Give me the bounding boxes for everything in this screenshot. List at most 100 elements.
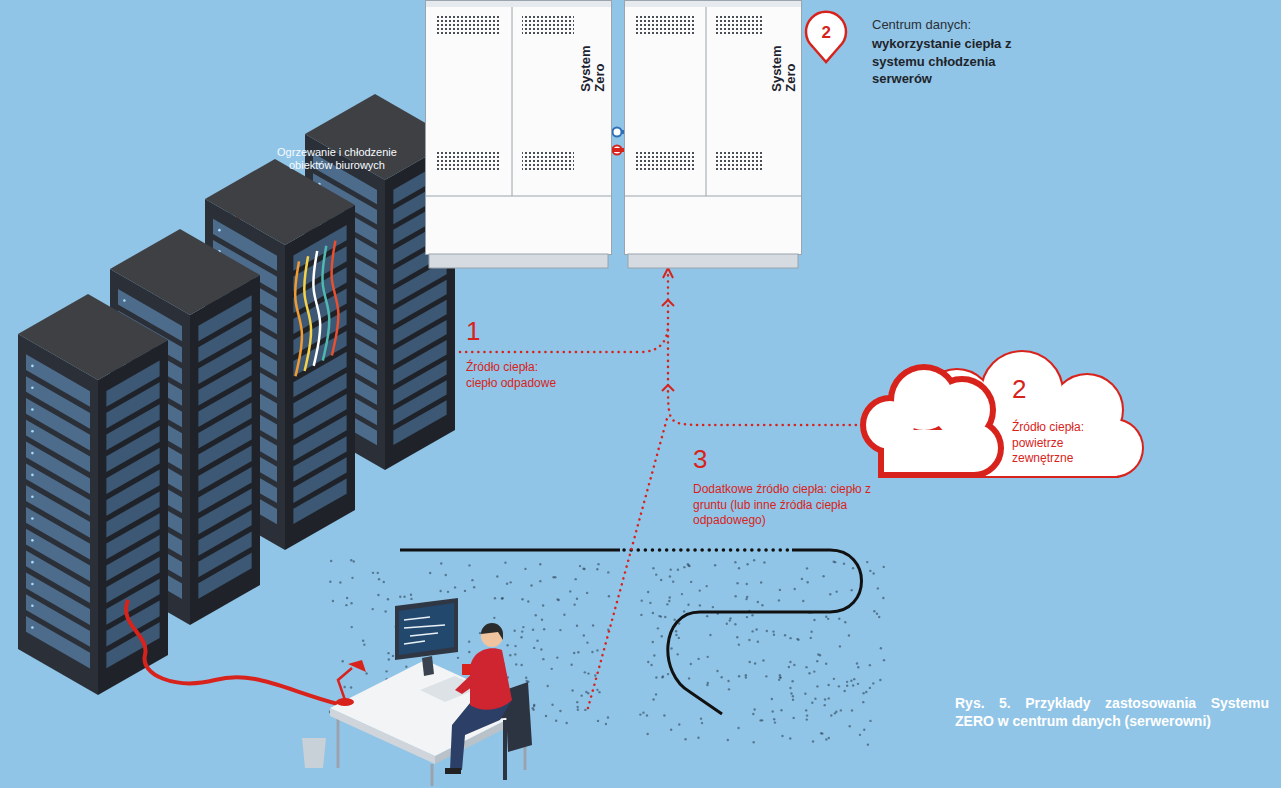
- text-slot: 2: [1012, 376, 1026, 402]
- ground-dot: [582, 568, 584, 570]
- desk-leg: [431, 764, 434, 786]
- ground-dot: [859, 734, 861, 736]
- vent-grille: [636, 16, 694, 36]
- rack-side: [285, 205, 355, 550]
- ground-pipe-dotted: [624, 548, 788, 552]
- ground-dot: [827, 684, 829, 686]
- ground-dot: [793, 588, 795, 590]
- ground-dot: [342, 660, 344, 662]
- ground-dot: [377, 572, 379, 574]
- heat-source-label: Dodatkowe źródło ciepła: ciepło z gruntu…: [693, 482, 908, 529]
- status-led: [31, 365, 34, 368]
- text-slot: Źródło ciepła: powietrze zewnętrzne: [1012, 420, 1120, 467]
- ground-dot: [687, 604, 689, 606]
- ground-dot: [585, 691, 587, 693]
- door-gap: [706, 7, 707, 196]
- cloud-outline: [862, 350, 1154, 480]
- cabinet-base: [429, 254, 608, 268]
- ground-dot: [862, 701, 864, 703]
- ground-dot: [365, 672, 367, 674]
- ground-dot: [583, 634, 585, 636]
- patch-cable: [322, 246, 329, 361]
- ground-dot: [653, 654, 655, 656]
- ground-dot: [571, 689, 573, 691]
- ground-dot: [681, 593, 683, 595]
- code-line: [404, 617, 430, 620]
- ground-dot: [440, 562, 442, 564]
- cabinet-outline: [425, 0, 612, 268]
- ground-dot: [778, 679, 780, 681]
- vent-grille: [522, 16, 574, 36]
- ground-dot: [445, 574, 447, 576]
- ground-dot: [388, 658, 390, 660]
- ground-dot: [839, 645, 841, 647]
- ground-dot: [543, 628, 545, 630]
- cabinet-body: [625, 1, 802, 255]
- ground-dot: [802, 600, 804, 602]
- ground-dot: [833, 678, 835, 680]
- ground-dot: [650, 664, 652, 666]
- ground-dot: [683, 566, 685, 568]
- ground-dot: [812, 740, 814, 742]
- ground-dot: [699, 604, 701, 606]
- ground-dot: [867, 743, 869, 745]
- status-led: [31, 561, 34, 564]
- ground-dot: [652, 698, 654, 700]
- ground-dot: [746, 583, 748, 585]
- ground-dot: [851, 709, 853, 711]
- ground-dot: [789, 637, 791, 639]
- ground-dot: [350, 559, 352, 561]
- ground-dot: [677, 569, 679, 571]
- rack-side: [98, 340, 168, 695]
- ground-dot: [714, 564, 716, 566]
- ground-dot: [810, 637, 812, 639]
- ground-dot: [403, 596, 405, 598]
- ground-dot: [506, 644, 508, 646]
- ground-dot: [577, 651, 579, 653]
- mug: [462, 664, 471, 675]
- ground-dot: [670, 647, 672, 649]
- ground-dot: [759, 719, 761, 721]
- ground-dot: [559, 629, 561, 631]
- ground-dot: [806, 567, 808, 569]
- ground-dot: [506, 583, 508, 585]
- ground-dot: [779, 676, 781, 678]
- ground-dot: [822, 575, 824, 577]
- ground-dot: [513, 630, 515, 632]
- ground-dot: [760, 581, 762, 583]
- ground-dot: [387, 652, 389, 654]
- ground-dot: [551, 668, 553, 670]
- cabinet-base: [628, 254, 798, 268]
- ground-dot: [872, 572, 874, 574]
- ground-dot: [766, 630, 768, 632]
- system-zero-unit: System Zero: [425, 0, 612, 268]
- ground-dot: [805, 666, 807, 668]
- ground-dot: [788, 666, 790, 668]
- desk-leg: [337, 716, 340, 768]
- ground-dot: [584, 671, 586, 673]
- ground-dot: [362, 640, 364, 642]
- ground-dot: [496, 575, 498, 577]
- shoe: [445, 768, 461, 774]
- ground-dot: [838, 618, 840, 620]
- ground-dot: [576, 706, 578, 708]
- ground-dot: [688, 565, 690, 567]
- ground-dot: [471, 579, 473, 581]
- ground-dot: [726, 623, 728, 625]
- vent-grille: [437, 16, 500, 36]
- ground-dot: [810, 631, 812, 633]
- ground-loop: [400, 550, 862, 714]
- ground-dot: [378, 578, 380, 580]
- ground-dot: [754, 662, 756, 664]
- ground-dot: [825, 616, 827, 618]
- ground-dot: [778, 599, 780, 601]
- ground-dot: [464, 590, 466, 592]
- ground-dot: [655, 573, 657, 575]
- ground-dot: [745, 598, 747, 600]
- ground-dot: [668, 600, 670, 602]
- ground-dot: [705, 585, 707, 587]
- ground-dot: [584, 709, 586, 711]
- ground-dot: [596, 689, 598, 691]
- ground-dot: [672, 580, 674, 582]
